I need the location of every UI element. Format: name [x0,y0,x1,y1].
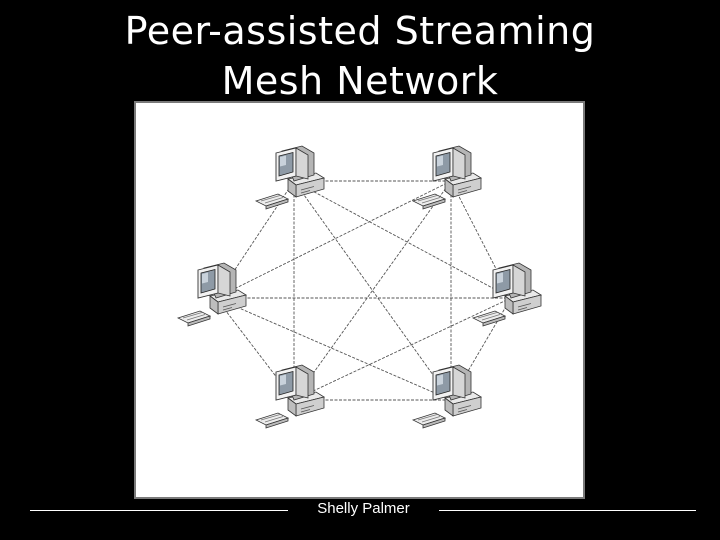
mesh-link-4-5 [293,297,512,401]
peer-computer-mid-right [471,262,543,327]
footer-rule-left-outer [30,510,62,511]
slide-title-line-2: Mesh Network [221,59,499,103]
peer-computer-bottom-left [254,364,326,429]
slide-title: Peer-assisted Streaming Mesh Network [0,6,720,106]
peer-computer-bottom-right [411,364,483,429]
mesh-link-3-5 [215,297,295,401]
mesh-link-2-3 [215,180,452,299]
peer-computer-top-left [254,145,326,210]
peer-computer-mid-left [176,262,248,327]
footer-rule-left [62,510,288,511]
diagram-canvas [136,103,583,497]
mesh-link-1-4 [293,180,512,299]
mesh-link-1-6 [293,180,452,401]
mesh-link-2-5 [293,180,452,401]
footer-credit: Shelly Palmer [317,500,410,517]
footer-rule-right [439,510,667,511]
mesh-network-svg [176,145,543,429]
peer-computer-top-right [411,145,483,210]
mesh-nodes [176,145,543,429]
mesh-links [215,180,512,401]
mesh-network-diagram [134,101,585,499]
slide-title-line-1: Peer-assisted Streaming [124,9,596,53]
mesh-link-3-6 [215,297,452,401]
footer-rule-right-outer [667,510,696,511]
